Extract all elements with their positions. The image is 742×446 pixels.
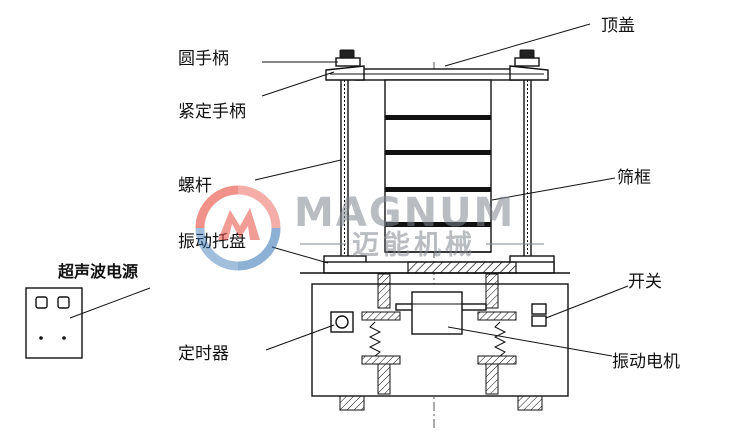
- left-screw-rod: [340, 80, 349, 258]
- magnum-watermark: MAGNUM 迈能机械: [195, 185, 544, 271]
- label-round-handle: 圆手柄: [178, 49, 229, 69]
- label-sieve-frame: 筛框: [617, 168, 651, 188]
- label-vibration-tray: 振动托盘: [178, 232, 246, 252]
- label-tight-handle: 紧定手柄: [178, 102, 246, 122]
- watermark-brand-en: MAGNUM: [294, 190, 515, 236]
- label-vibration-motor: 振动电机: [612, 352, 680, 372]
- sieve-stack: [384, 79, 492, 253]
- label-ultrasonic-power: 超声波电源: [57, 262, 138, 281]
- left-round-handle: [325, 49, 365, 81]
- label-screw-rod: 螺杆: [178, 176, 212, 196]
- magnum-logo-icon: [195, 185, 281, 271]
- label-top-cover: 顶盖: [601, 16, 635, 36]
- motor-assembly: [361, 273, 517, 395]
- leader-lines: [69, 23, 629, 357]
- right-round-handle: [509, 49, 549, 81]
- vibration-tray: [300, 255, 570, 274]
- right-screw-rod: [523, 80, 532, 258]
- top-cover: [354, 68, 521, 81]
- base-feet: [339, 395, 543, 411]
- watermark-brand-cn: 迈能机械: [352, 229, 476, 261]
- power-switch: [531, 303, 547, 327]
- timer-knob: [330, 311, 354, 333]
- label-timer: 定时器: [178, 344, 229, 364]
- label-switch: 开关: [628, 272, 662, 292]
- ultrasonic-power-box: [25, 287, 83, 359]
